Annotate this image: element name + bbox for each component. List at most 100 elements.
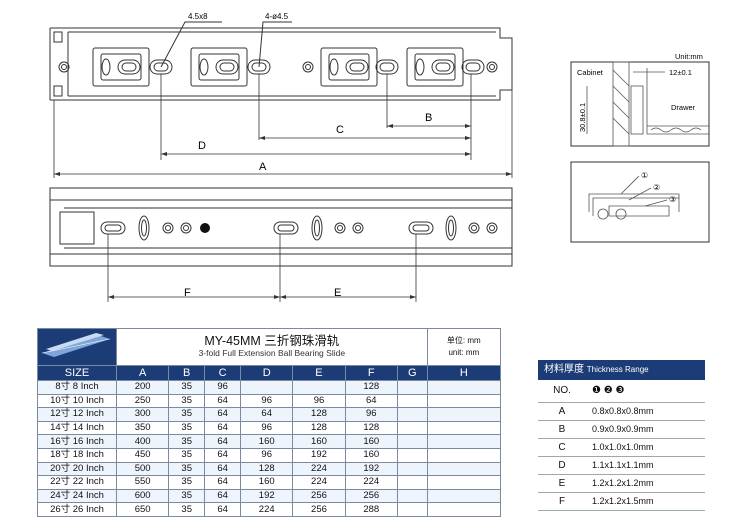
table-cell <box>426 420 502 436</box>
table-cell: 64 <box>344 393 398 409</box>
table-cell: 96 <box>292 393 346 409</box>
thickness-row: F 1.2x1.2x1.5mm <box>538 493 705 511</box>
table-title: MY-45MM 三折钢珠滑轨 <box>204 334 340 348</box>
table-cell: 64 <box>204 447 242 463</box>
table-cell: 128 <box>240 461 294 477</box>
table-cell: 96 <box>240 447 294 463</box>
section-height-label: 30.8±0.1 <box>578 103 587 132</box>
table-cell: 96 <box>344 407 398 422</box>
table-cell: 224 <box>344 475 398 490</box>
table-cell: 64 <box>204 407 242 422</box>
table-cell: 20寸 20 Inch <box>37 461 117 477</box>
table-cell: 224 <box>292 461 346 477</box>
table-cell: 96 <box>204 380 242 395</box>
table-cell <box>396 447 428 463</box>
table-cell: 300 <box>115 407 170 422</box>
table-cell: 35 <box>168 447 206 463</box>
table-header-cell: A <box>115 365 170 381</box>
thickness-row: A 0.8x0.8x0.8mm <box>538 403 705 421</box>
table-cell: 10寸 10 Inch <box>37 393 117 409</box>
table-cell: 24寸 24 Inch <box>37 488 117 504</box>
table-cell <box>396 393 428 409</box>
callout-hole-size: 4-ø4.5 <box>265 12 289 21</box>
table-header-cell: G <box>396 365 428 381</box>
table-cell: 288 <box>344 502 398 517</box>
table-cell <box>426 447 502 463</box>
thickness-value: 0.8x0.8x0.8mm <box>592 406 654 416</box>
rail-thumbnail-icon <box>41 333 111 357</box>
dim-label-b: B <box>425 112 432 124</box>
section-unit: Unit:mm <box>675 52 703 61</box>
profile-drawing: ① ② ③ <box>570 161 710 243</box>
table-cell <box>396 461 428 477</box>
table-cell: 160 <box>344 434 398 449</box>
table-cell: 96 <box>240 393 294 409</box>
spec-table: MY-45MM 三折钢珠滑轨 3-fold Full Extension Bal… <box>37 328 502 517</box>
thickness-row: C 1.0x1.0x1.0mm <box>538 439 705 457</box>
thickness-row: D 1.1x1.1x1.1mm <box>538 457 705 475</box>
table-cell: 250 <box>115 393 170 409</box>
thickness-grade: A <box>558 406 566 417</box>
thickness-no-label: NO. <box>553 385 571 396</box>
table-cell: 256 <box>344 488 398 504</box>
thickness-grade: D <box>558 460 566 471</box>
dim-label-f: F <box>184 287 191 299</box>
thickness-value: 1.2x1.2x1.5mm <box>592 496 654 506</box>
table-cell: 18寸 18 Inch <box>37 447 117 463</box>
table-cell: 8寸 8 Inch <box>37 380 117 395</box>
table-logo-cell <box>37 328 117 366</box>
table-cell: 550 <box>115 475 170 490</box>
table-cell: 128 <box>344 420 398 436</box>
dim-label-a: A <box>259 161 267 173</box>
table-cell: 96 <box>240 420 294 436</box>
cross-section-drawing: Unit:mm Cabinet 12±0.1 Drawer 30.8±0.1 <box>570 52 710 147</box>
thickness-title-en: Thickness Range <box>586 365 649 374</box>
table-header-cell: SIZE <box>37 365 117 381</box>
table-cell <box>240 380 294 395</box>
profile-part-2: ② <box>653 183 660 192</box>
table-cell: 64 <box>240 407 294 422</box>
table-cell <box>426 407 502 422</box>
table-cell: 35 <box>168 502 206 517</box>
table-unit-cell: 单位: mm unit: mm <box>426 328 502 366</box>
thickness-no-row: NO. ❶ ❷ ❸ <box>538 380 705 403</box>
thickness-value: 1.2x1.2x1.2mm <box>592 478 654 488</box>
thickness-grade: F <box>558 496 566 507</box>
table-cell: 35 <box>168 488 206 504</box>
table-header-cell: D <box>240 365 294 381</box>
thickness-value: 1.1x1.1x1.1mm <box>592 460 654 470</box>
table-cell: 64 <box>204 420 242 436</box>
table-cell: 128 <box>292 407 346 422</box>
table-cell <box>426 380 502 395</box>
thickness-grade: C <box>558 442 566 453</box>
table-cell <box>396 420 428 436</box>
thickness-value: 1.0x1.0x1.0mm <box>592 442 654 452</box>
table-cell: 64 <box>204 488 242 504</box>
table-cell: 35 <box>168 475 206 490</box>
thickness-no-marks: ❶ ❷ ❸ <box>592 385 625 396</box>
table-cell: 35 <box>168 461 206 477</box>
callout-slot-size: 4.5x8 <box>188 12 208 21</box>
table-cell: 128 <box>292 420 346 436</box>
table-cell: 160 <box>292 434 346 449</box>
table-cell <box>426 502 502 517</box>
table-cell <box>396 475 428 490</box>
table-cell <box>396 488 428 504</box>
thickness-grade: B <box>558 424 566 435</box>
table-header-cell: C <box>204 365 242 381</box>
table-cell: 192 <box>240 488 294 504</box>
table-cell: 64 <box>204 461 242 477</box>
table-unit-cn: 单位: mm <box>446 336 481 345</box>
dim-label-e: E <box>334 287 341 299</box>
table-cell: 16寸 16 Inch <box>37 434 117 449</box>
